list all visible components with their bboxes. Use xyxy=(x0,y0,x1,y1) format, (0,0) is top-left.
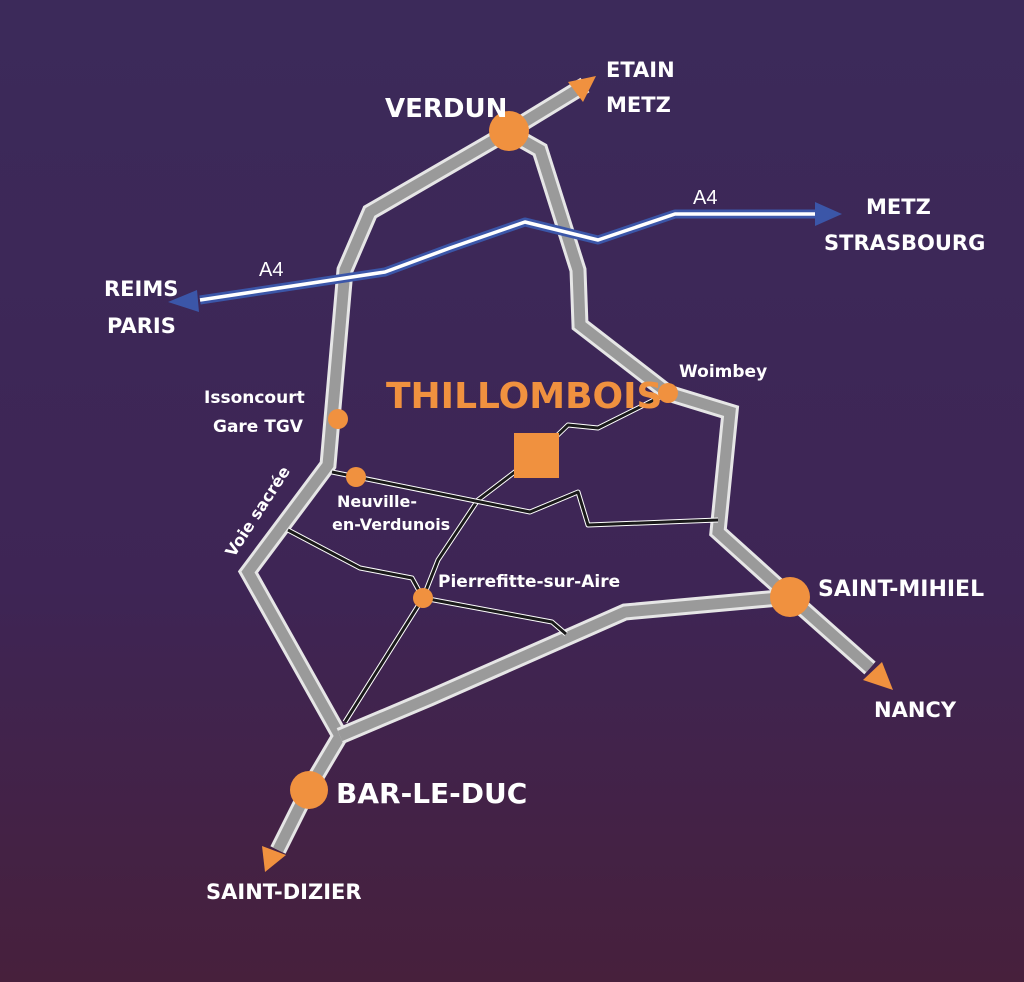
label-neuville: Neuville- xyxy=(337,492,417,511)
marker-saint-mihiel xyxy=(770,577,810,617)
label-metz-east: METZ xyxy=(866,195,931,219)
label-strasbourg: STRASBOURG xyxy=(824,231,985,255)
local-road-thillombois-bar-le-duc xyxy=(343,453,538,723)
label-a4-east: A4 xyxy=(693,187,717,209)
label-gare-tgv: Gare TGV xyxy=(213,417,304,437)
marker-pierrefitte xyxy=(413,588,433,608)
label-reims: REIMS xyxy=(104,277,178,301)
label-metz-north: METZ xyxy=(606,93,671,117)
marker-woimbey xyxy=(658,383,678,403)
label-a4-west: A4 xyxy=(259,259,283,281)
marker-thillombois xyxy=(514,433,559,478)
local-road-pierrefitte xyxy=(287,528,567,636)
local-roads xyxy=(286,390,719,724)
label-paris: PARIS xyxy=(107,314,176,338)
label-saint-mihiel: SAINT-MIHIEL xyxy=(818,577,984,602)
town-markers xyxy=(290,111,810,809)
label-issoncourt: Issoncourt xyxy=(204,388,305,408)
marker-verdun xyxy=(489,111,529,151)
road-bar-le-duc-saint-mihiel-fill xyxy=(337,591,791,742)
label-en-verdunois: en-Verdunois xyxy=(332,515,450,534)
a4-east-arrow xyxy=(815,202,842,226)
label-woimbey: Woimbey xyxy=(679,362,767,382)
label-nancy: NANCY xyxy=(874,698,957,722)
arrow-nancy xyxy=(863,662,893,690)
arrow-etain xyxy=(568,76,596,102)
marker-neuville xyxy=(346,467,366,487)
label-verdun: VERDUN xyxy=(385,94,507,124)
label-etain: ETAIN xyxy=(606,58,675,82)
a4-motorway xyxy=(168,202,842,312)
arrow-saint-dizier xyxy=(262,846,286,872)
label-saint-dizier: SAINT-DIZIER xyxy=(206,880,362,904)
a4-motorway-line xyxy=(199,212,815,302)
label-bar-le-duc: BAR-LE-DUC xyxy=(336,777,527,810)
label-thillombois: THILLOMBOIS xyxy=(386,376,662,417)
direction-arrows xyxy=(262,76,893,872)
marker-bar-le-duc xyxy=(290,771,328,809)
marker-issoncourt xyxy=(328,409,348,429)
label-pierrefitte: Pierrefitte-sur-Aire xyxy=(438,572,620,592)
local-road-neuville xyxy=(331,470,719,527)
a4-west-arrow xyxy=(168,290,199,312)
road-verdun-saint-mihiel-fill xyxy=(505,127,794,602)
